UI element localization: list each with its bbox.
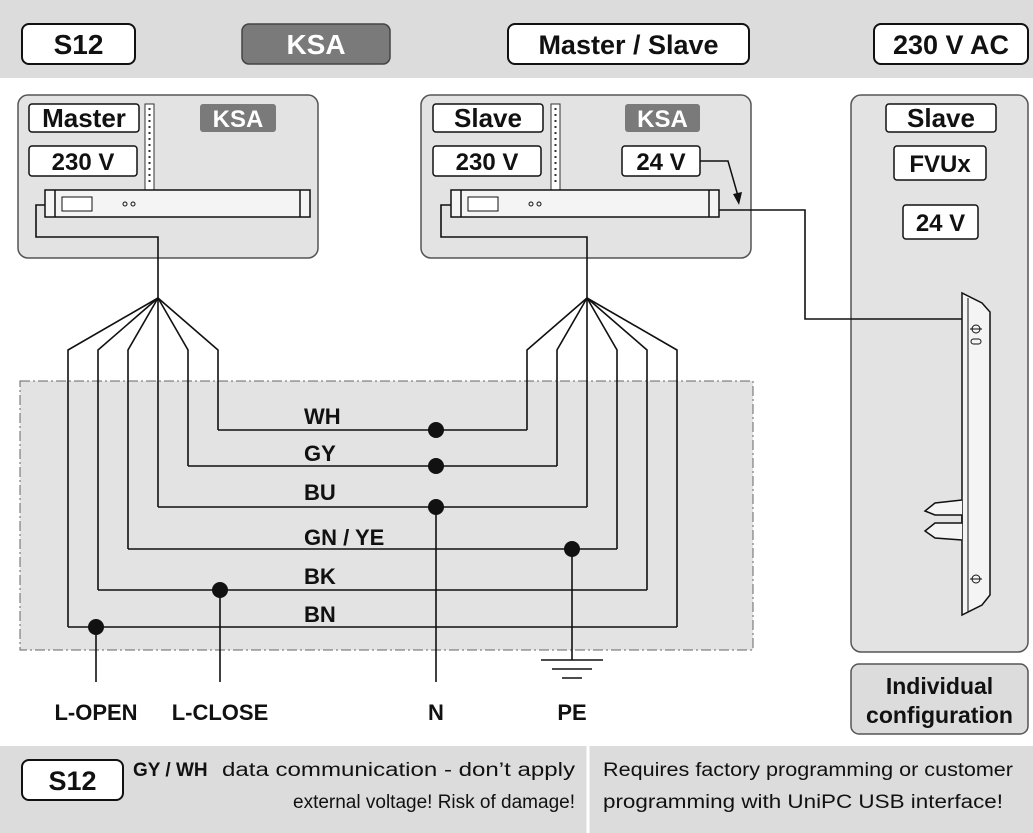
master-type: KSA (213, 106, 264, 133)
master-cable (35, 204, 159, 298)
aux-arrow (700, 160, 739, 197)
header-code-box (21, 23, 136, 65)
fvux-voltage-box (902, 204, 979, 240)
master-wire-wh (157, 297, 219, 430)
header-code: S12 (54, 29, 104, 60)
slave-wire-bn (586, 297, 678, 627)
terminal-n: N (428, 700, 444, 725)
slave-wire-gnye (586, 297, 618, 549)
master-wire-gnye (127, 297, 159, 549)
fvux-cable (719, 209, 962, 320)
terminal-l-close: L-CLOSE (172, 700, 269, 725)
slave-voltage-aux: 24 V (636, 149, 685, 176)
individual-config-line1: Individual (886, 673, 993, 699)
junction-wh (428, 422, 444, 438)
master-role-box (28, 103, 140, 133)
terminal-l-open: L-OPEN (54, 700, 137, 725)
master-voltage: 230 V (52, 149, 115, 176)
junction-gnye (564, 541, 580, 557)
header-mode-box (507, 23, 750, 65)
slave-wire-wh (526, 297, 588, 430)
slave-voltage-main-box (432, 145, 542, 177)
fvux-bracket (923, 499, 963, 541)
wire-label-bu: BU (304, 480, 336, 505)
master-rod (144, 103, 155, 191)
fvux-type: FVUx (909, 151, 971, 178)
fvux-voltage: 24 V (916, 210, 965, 237)
master-role: Master (42, 103, 126, 133)
footer-warning-key: GY / WH (133, 760, 208, 781)
terminal-pe: PE (557, 700, 586, 725)
header-voltage-box (873, 23, 1029, 65)
footer-note-line2: programming with UniPC USB interface! (603, 792, 1003, 813)
footer-warning-line2: external voltage! Risk of damage! (293, 792, 575, 813)
individual-config-line2: configuration (866, 702, 1013, 728)
slave-wire-bk (586, 297, 648, 590)
footer-warning-line1: data communication - don’t apply (222, 760, 576, 781)
slave-voltage-main: 230 V (456, 149, 519, 176)
wire-label-gy: GY (304, 441, 336, 466)
junction-gy (428, 458, 444, 474)
header-mode: Master / Slave (538, 30, 718, 60)
master-type-box (200, 104, 276, 132)
fvux-type-box (893, 145, 987, 181)
header-product: KSA (286, 29, 345, 60)
footer-band (0, 746, 1033, 833)
wire-label-bk: BK (304, 564, 336, 589)
wiring-area (19, 380, 754, 651)
slave-type-box (625, 104, 700, 132)
wire-label-wh: WH (304, 404, 341, 429)
individual-config-box (850, 663, 1029, 735)
fvux-actuator (961, 291, 991, 617)
junction-bn (88, 619, 104, 635)
slave-rod (550, 103, 561, 191)
slave-type: KSA (637, 106, 688, 133)
fvux-role-box (885, 103, 997, 133)
slave-cable (440, 204, 588, 298)
footer-code-box (21, 759, 124, 801)
slave-role: Slave (454, 103, 522, 133)
header-voltage: 230 V AC (893, 30, 1009, 60)
wire-label-bn: BN (304, 602, 336, 627)
footer-note-line1: Requires factory programming or customer (603, 760, 1014, 781)
slave-role-box (432, 103, 544, 133)
master-wire-gy (157, 297, 189, 466)
junction-bk (212, 582, 228, 598)
fvux-role: Slave (907, 103, 975, 133)
header-product-box (241, 23, 391, 65)
master-wire-bn (67, 297, 159, 627)
junction-bu (428, 499, 444, 515)
wiring (35, 204, 962, 682)
slave-wire-gy (556, 297, 588, 466)
master-wire-bk (97, 297, 159, 590)
master-voltage-box (28, 145, 138, 177)
footer-code: S12 (48, 766, 96, 796)
wire-label-gnye: GN / YE (304, 525, 384, 550)
ground-symbol (541, 659, 603, 679)
